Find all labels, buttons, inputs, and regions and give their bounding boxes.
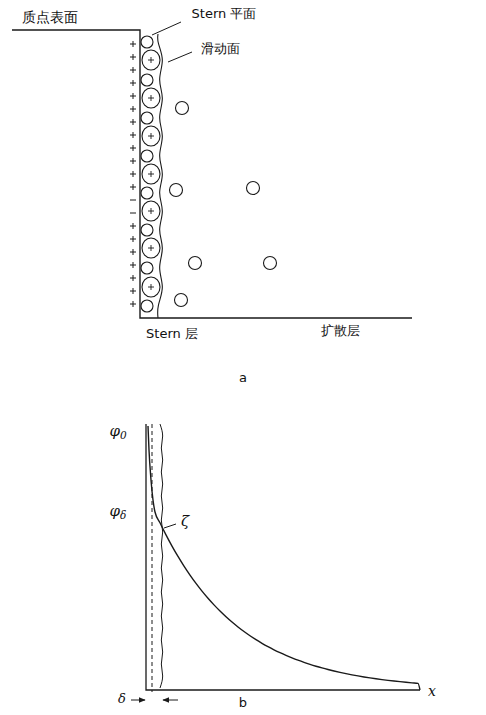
positive-charge — [130, 184, 136, 190]
positive-charge — [130, 236, 136, 242]
adsorbed-ion — [141, 262, 153, 274]
positive-charge — [130, 262, 136, 268]
ion-charge — [148, 245, 154, 251]
adsorbed-ion — [141, 150, 153, 162]
label: Stern 平面 — [192, 7, 257, 21]
adsorbed-ion — [141, 187, 153, 199]
leader-line — [164, 524, 176, 528]
hydrated-ion — [142, 164, 160, 184]
particle-surface — [12, 30, 412, 318]
ion-charge — [148, 171, 154, 177]
positive-charge — [130, 301, 136, 307]
positive-charge — [130, 93, 136, 99]
leader-line — [152, 22, 181, 35]
positive-charge — [130, 106, 136, 112]
hydrated-ion — [142, 277, 160, 297]
label: φ0 — [109, 423, 126, 442]
hydrated-ion — [142, 126, 160, 146]
positive-charge — [130, 158, 136, 164]
slipping-plane — [158, 34, 163, 318]
label: x — [428, 684, 436, 699]
hydrated-ion — [142, 88, 160, 108]
label: Stern 层 — [146, 327, 198, 341]
adsorbed-ion — [141, 224, 153, 236]
diffuse-ion — [170, 184, 183, 197]
adsorbed-ion — [141, 74, 153, 86]
ion-charge — [148, 284, 154, 290]
label: a — [239, 371, 247, 385]
diffuse-ion — [189, 257, 202, 270]
slipping-plane — [160, 424, 163, 688]
adsorbed-ion — [141, 300, 153, 312]
ion-charge — [148, 133, 154, 139]
positive-charge — [130, 67, 136, 73]
diffuse-ion — [264, 257, 277, 270]
positive-charge — [130, 223, 136, 229]
dimension-arrow — [131, 700, 145, 701]
dimension-arrow — [163, 700, 178, 701]
adsorbed-ion — [141, 36, 153, 48]
label: 质点表面 — [22, 10, 78, 25]
negative-charge — [130, 200, 136, 201]
axes — [146, 424, 420, 690]
positive-charge — [130, 249, 136, 255]
stern-plane-dashed — [152, 424, 153, 692]
potential-curve — [148, 426, 420, 690]
leader-line — [168, 52, 192, 62]
hydrated-ion — [142, 50, 160, 70]
hydrated-ion — [142, 238, 160, 258]
diffuse-ion — [175, 294, 188, 307]
positive-charge — [130, 132, 136, 138]
positive-charge — [130, 145, 136, 151]
positive-charge — [130, 80, 136, 86]
label: 扩散层 — [321, 324, 360, 338]
ion-charge — [148, 95, 154, 101]
positive-charge — [130, 171, 136, 177]
positive-charge — [130, 41, 136, 47]
positive-charge — [130, 119, 136, 125]
ion-charge — [148, 57, 154, 63]
diffuse-ion — [176, 102, 189, 115]
positive-charge — [130, 288, 136, 294]
label: b — [239, 696, 247, 710]
hydrated-ion — [142, 201, 160, 221]
label: δ — [118, 692, 126, 706]
positive-charge — [130, 54, 136, 60]
adsorbed-ion — [141, 112, 153, 124]
label: ζ — [181, 513, 189, 530]
diffuse-ion — [247, 182, 260, 195]
negative-charge — [130, 213, 136, 214]
label: 滑动面 — [201, 42, 240, 56]
label: φδ — [110, 503, 127, 522]
positive-charge — [130, 275, 136, 281]
ion-charge — [148, 208, 154, 214]
